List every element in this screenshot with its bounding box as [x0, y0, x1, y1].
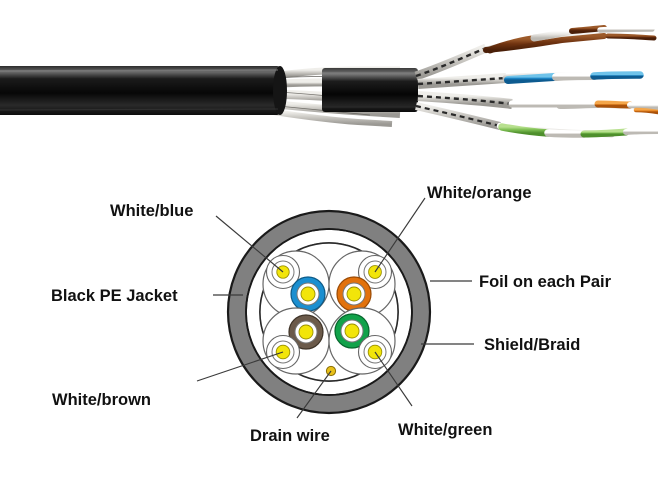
leader-drain-wire [296, 370, 332, 419]
orange-twisted-pair [508, 100, 658, 115]
brown-twisted-pair [482, 25, 657, 54]
leader-white-blue [215, 215, 284, 273]
leader-white-brown [196, 351, 284, 382]
label-white-green: White/green [398, 421, 492, 439]
white-green-pair [328, 307, 396, 375]
leader-lines [196, 197, 474, 419]
leader-white-orange [374, 197, 426, 273]
leader-white-green [374, 351, 413, 407]
cable-photograph [0, 25, 658, 138]
label-white-blue: White/blue [110, 202, 193, 220]
callout-labels: White/blue White/orange Black PE Jacket … [51, 184, 612, 445]
white-brown-brown-conductor [298, 324, 314, 340]
foiled-pair-leads [414, 43, 513, 130]
label-black-pe-jacket: Black PE Jacket [51, 287, 178, 305]
black-pe-jacket-photo [0, 66, 287, 115]
label-foil-on-each-pair: Foil on each Pair [479, 273, 612, 291]
jacket-sleeve-photo [322, 68, 418, 112]
white-orange-pair [328, 250, 396, 318]
white-blue-blue-conductor [300, 286, 316, 302]
twisted-pairs-photo [482, 25, 658, 138]
label-shield-braid: Shield/Braid [484, 336, 580, 354]
label-white-brown: White/brown [52, 391, 151, 409]
label-drain-wire: Drain wire [250, 427, 330, 445]
white-green-green-conductor [344, 323, 360, 339]
green-twisted-pair [496, 122, 658, 138]
white-orange-orange-conductor [346, 286, 362, 302]
white-brown-pair [262, 307, 330, 375]
label-white-orange: White/orange [427, 184, 532, 202]
white-blue-pair [262, 250, 330, 318]
cable-cross-section [226, 209, 432, 415]
blue-twisted-pair [502, 68, 658, 84]
